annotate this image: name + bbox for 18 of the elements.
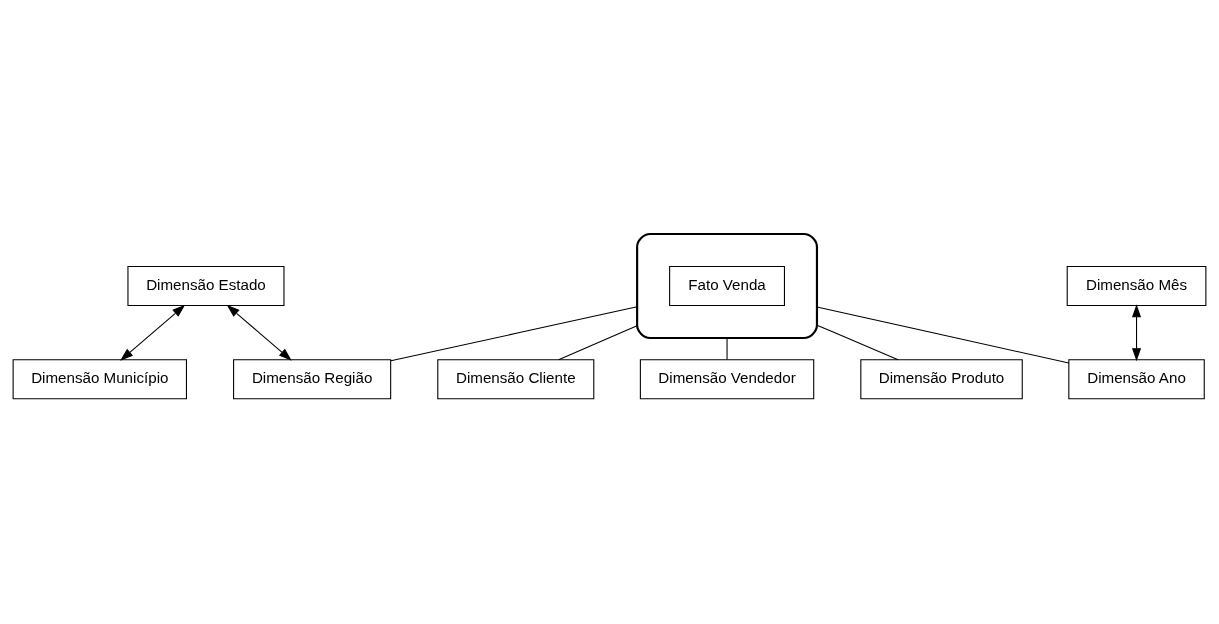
node-box: Dimensão Estado bbox=[127, 265, 285, 307]
node-box: Dimensão Município bbox=[12, 359, 187, 400]
cluster bbox=[636, 232, 819, 340]
connector bbox=[390, 306, 638, 362]
node-box: Fato Venda bbox=[669, 265, 785, 307]
connector bbox=[726, 337, 728, 361]
arrow bbox=[226, 304, 292, 361]
arrow bbox=[120, 304, 186, 361]
node-box: Dimensão Mês bbox=[1066, 265, 1207, 307]
node-box: Dimensão Vendedor bbox=[639, 359, 815, 400]
connector bbox=[816, 324, 899, 361]
arrow bbox=[1132, 304, 1142, 362]
node-box: Dimensão Região bbox=[233, 359, 392, 400]
node-box: Dimensão Produto bbox=[860, 359, 1023, 400]
connector bbox=[816, 306, 1070, 364]
connector bbox=[558, 325, 638, 361]
node-box: Dimensão Cliente bbox=[437, 359, 595, 400]
node-box: Dimensão Ano bbox=[1068, 359, 1205, 400]
